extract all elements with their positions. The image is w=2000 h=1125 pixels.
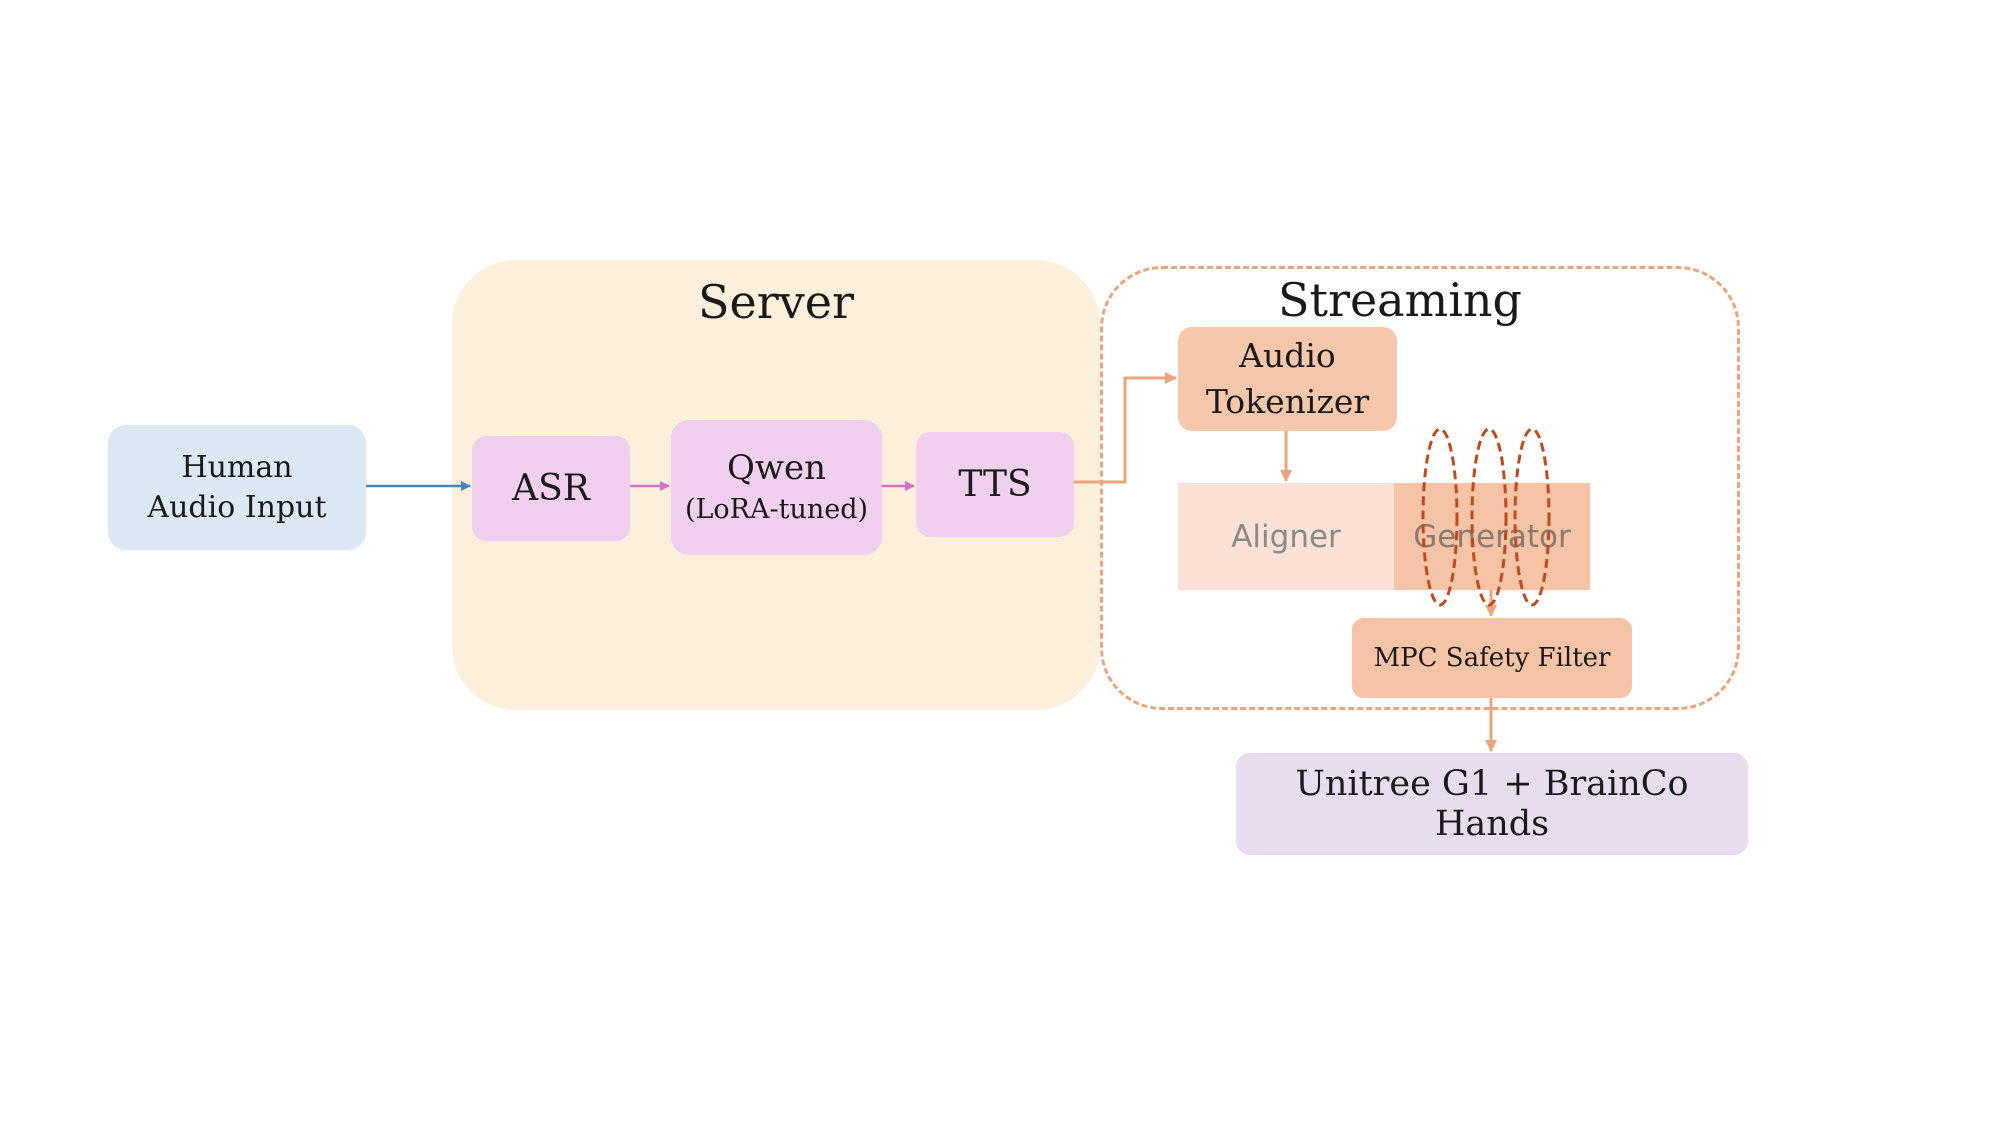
asr-label: ASR	[512, 468, 590, 509]
human-audio-input-line1: Human	[181, 449, 293, 485]
generator-label: Generator	[1413, 518, 1571, 555]
mpc-safety-filter-box: MPC Safety Filter	[1352, 618, 1632, 698]
mpc-safety-filter-label: MPC Safety Filter	[1373, 643, 1611, 673]
aligner-label: Aligner	[1231, 518, 1341, 555]
arrow-tts-to-tokenizer	[1074, 372, 1177, 484]
tts-label: TTS	[958, 464, 1032, 505]
aligner-box: Aligner	[1178, 483, 1394, 590]
server-title: Server	[698, 275, 854, 329]
audio-tokenizer-line2: Tokenizer	[1205, 382, 1370, 421]
qwen-box: Qwen (LoRA-tuned)	[671, 420, 882, 555]
generator-loop-1	[1421, 427, 1459, 607]
generator-loop-3	[1513, 427, 1551, 607]
generator-loop-2	[1470, 427, 1508, 607]
qwen-sublabel: (LoRA-tuned)	[684, 493, 869, 525]
human-audio-input-line2: Audio Input	[147, 489, 327, 525]
robot-label: Unitree G1 + BrainCo Hands	[1295, 764, 1689, 844]
robot-box: Unitree G1 + BrainCo Hands	[1236, 753, 1748, 855]
audio-tokenizer-line1: Audio	[1239, 336, 1336, 375]
tts-box: TTS	[916, 432, 1074, 537]
qwen-label: Qwen	[727, 447, 826, 488]
asr-box: ASR	[472, 436, 630, 541]
streaming-group	[1100, 266, 1740, 710]
audio-tokenizer-box: Audio Tokenizer	[1178, 327, 1397, 431]
human-audio-input-box: Human Audio Input	[108, 425, 366, 550]
streaming-title: Streaming	[1277, 273, 1523, 327]
